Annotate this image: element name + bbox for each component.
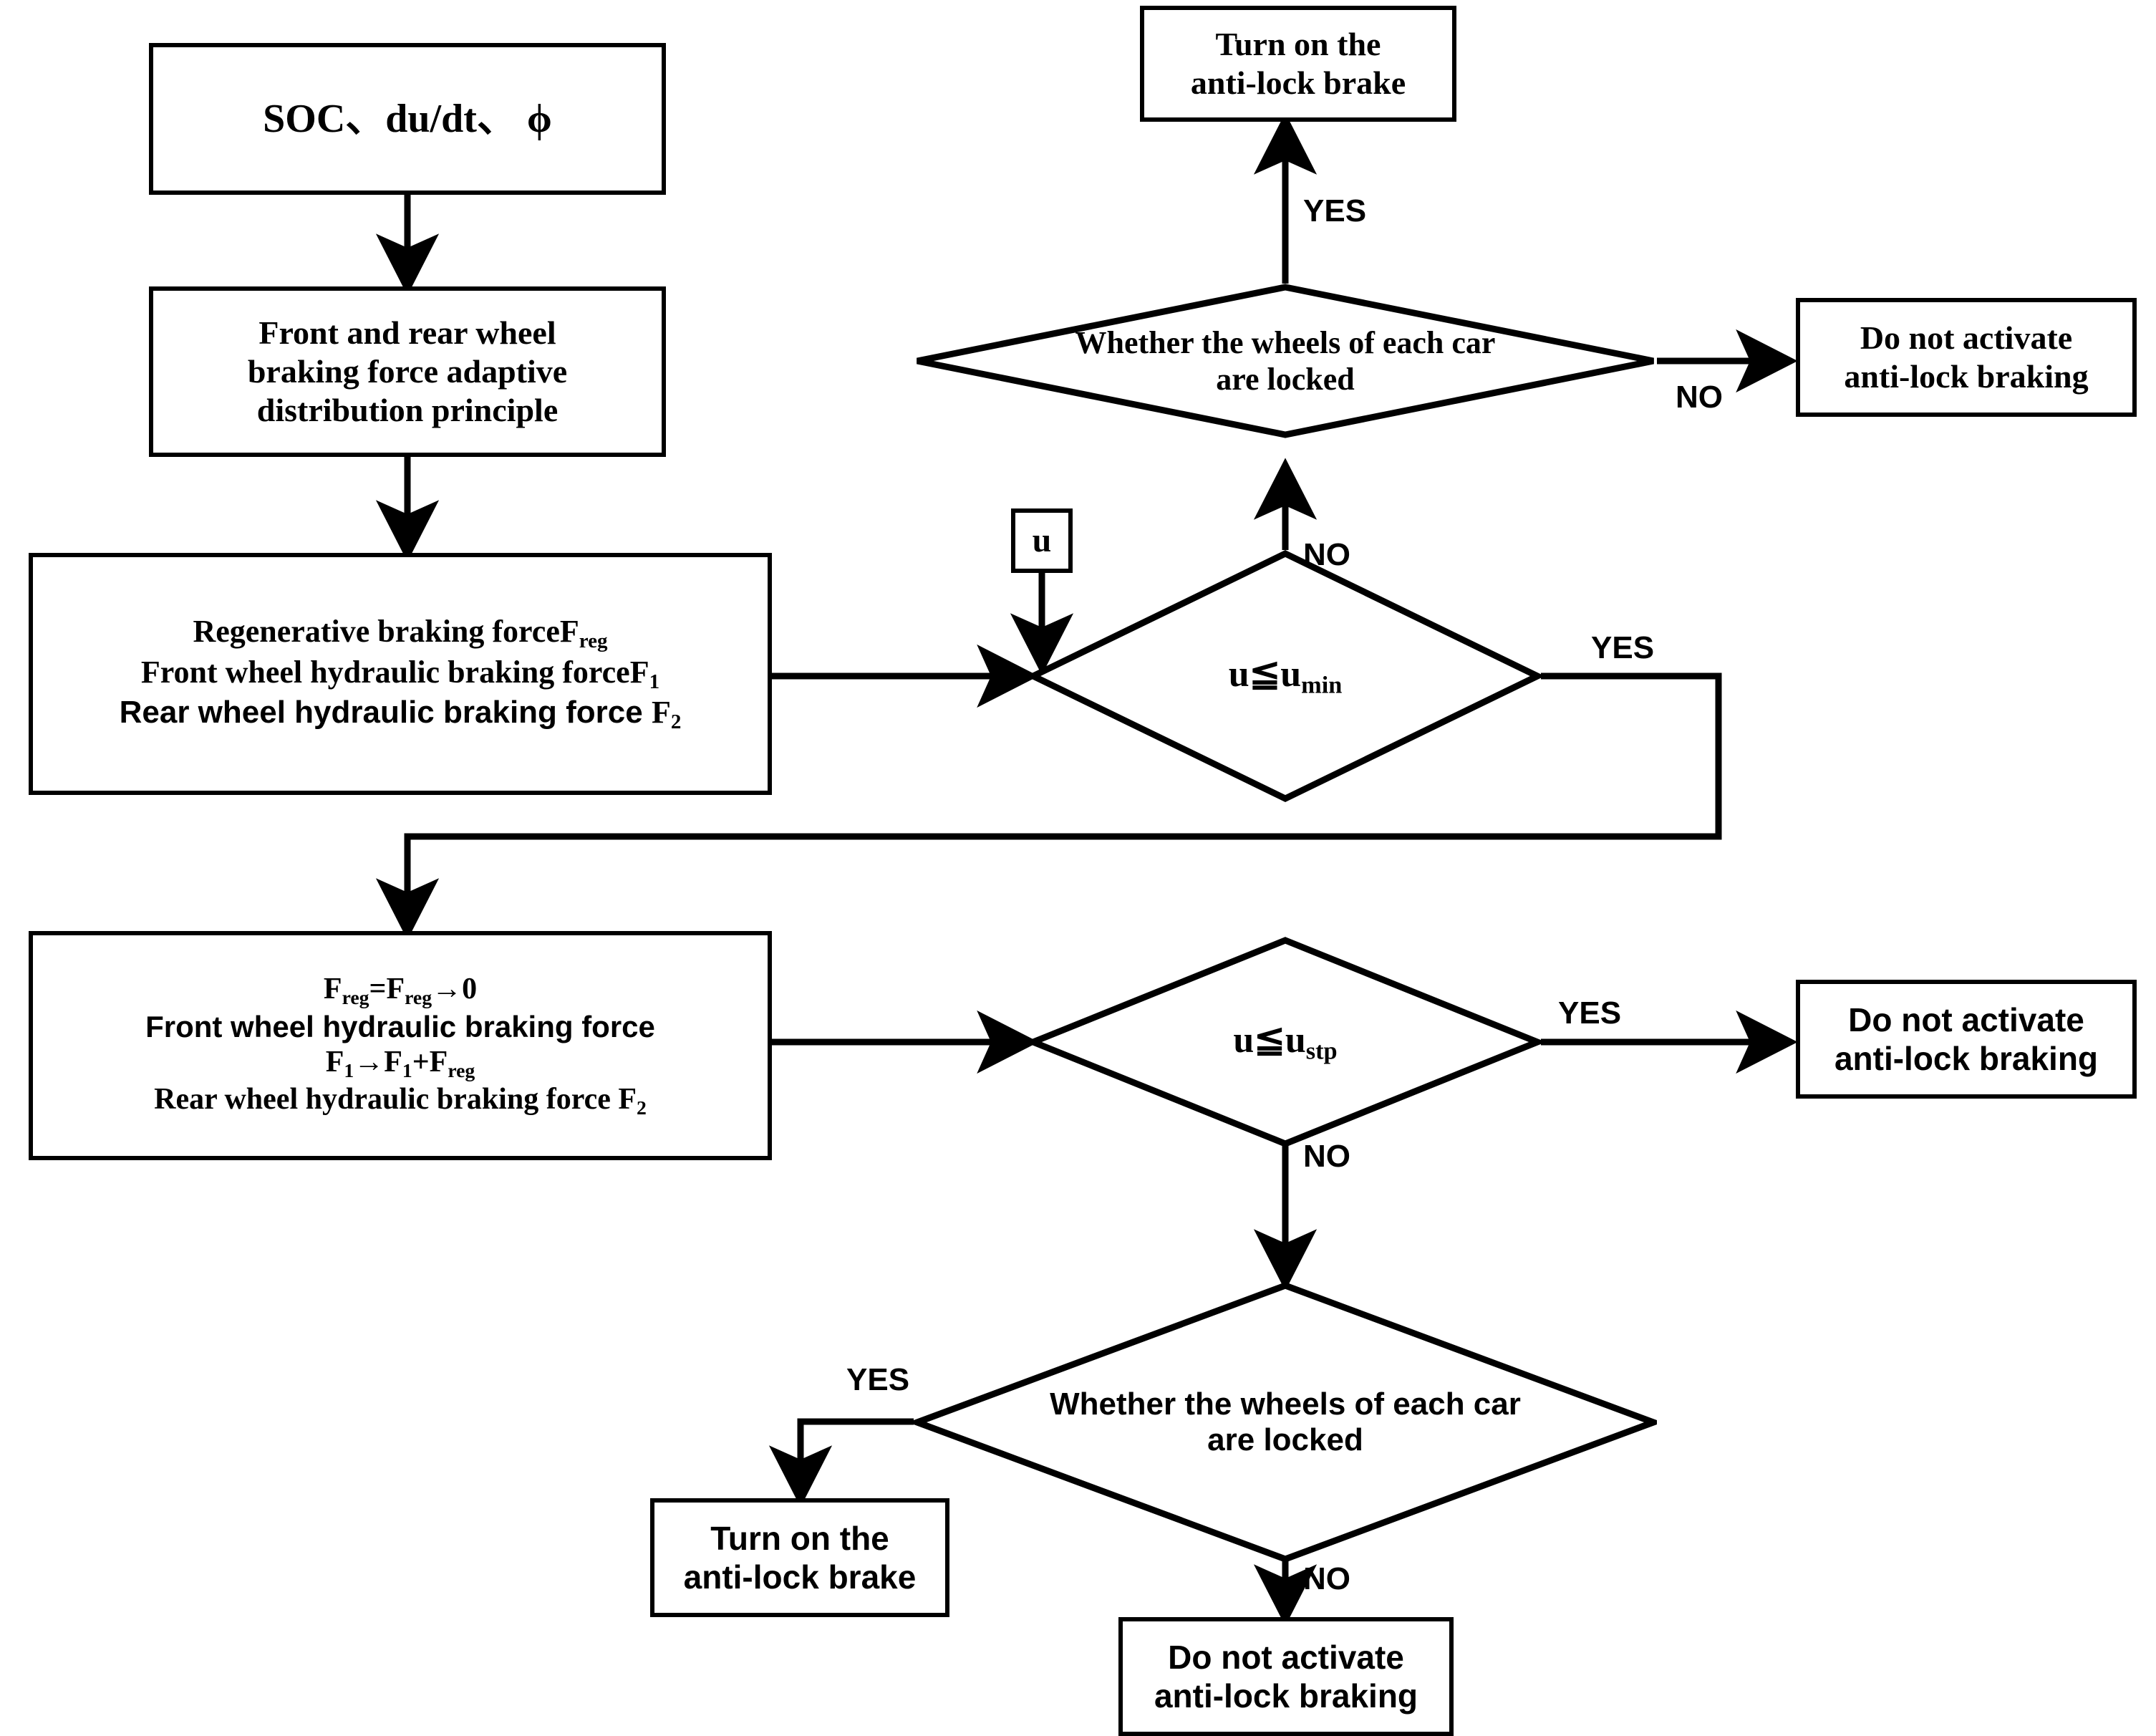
decision-u-le-ustp-shape	[1024, 937, 1547, 1147]
node-distribution-line1: Front and rear wheel	[258, 314, 556, 351]
edge-label-no-top: NO	[1676, 380, 1723, 415]
node-braking-forces-line1: Regenerative braking forceFreg	[193, 614, 608, 653]
node-do-not-activate-mid-line2: anti-lock braking	[1834, 1040, 2099, 1077]
edge-label-yes-ustp: YES	[1558, 995, 1622, 1031]
node-do-not-activate-bottom[interactable]: Do not activate anti-lock braking	[1118, 1617, 1454, 1736]
node-inputs-text: SOC、du/dt、 ϕ	[263, 96, 552, 141]
node-u-signal-text: u	[1032, 521, 1052, 559]
node-braking-forces-line3: Rear wheel hydraulic braking force F2	[119, 695, 682, 734]
edge-label-yes-top: YES	[1303, 193, 1367, 228]
edge-wheels-bottom-yes-to-turnon	[768, 1418, 914, 1508]
edge-umin-yes-to-forces2	[375, 672, 1722, 940]
node-do-not-activate-top-line2: anti-lock braking	[1844, 358, 2089, 395]
edge-label-no-bottom: NO	[1303, 1561, 1350, 1596]
node-do-not-activate-bottom-line2: anti-lock braking	[1154, 1677, 1418, 1715]
node-braking-forces-updated-line2: Front wheel hydraulic braking force	[145, 1010, 655, 1043]
node-do-not-activate-bottom-line1: Do not activate	[1168, 1638, 1404, 1676]
node-braking-forces-updated-line3: F1→F1+Freg	[325, 1045, 475, 1081]
edge-label-yes-bottom: YES	[846, 1362, 910, 1397]
node-turn-on-antilock-top-line1: Turn on the	[1215, 25, 1381, 62]
node-braking-forces[interactable]: Regenerative braking forceFreg Front whe…	[29, 553, 772, 795]
node-turn-on-antilock-bottom-line1: Turn on the	[710, 1519, 889, 1557]
edge-label-yes-umin: YES	[1591, 630, 1655, 665]
node-distribution-principle[interactable]: Front and rear wheel braking force adapt…	[149, 286, 666, 457]
edge-label-no-umin: NO	[1303, 537, 1350, 572]
node-braking-forces-updated-line1: Freg=Freg→0	[323, 972, 478, 1008]
node-turn-on-antilock-bottom[interactable]: Turn on the anti-lock brake	[650, 1498, 949, 1617]
node-do-not-activate-top[interactable]: Do not activate anti-lock braking	[1796, 298, 2137, 417]
decision-wheels-locked-bottom[interactable]: Whether the wheels of each car are locke…	[908, 1282, 1663, 1563]
node-distribution-line3: distribution principle	[256, 392, 559, 429]
node-inputs[interactable]: SOC、du/dt、 ϕ	[149, 43, 666, 195]
node-do-not-activate-mid-line1: Do not activate	[1848, 1000, 2084, 1038]
node-turn-on-antilock-bottom-line2: anti-lock brake	[683, 1558, 917, 1596]
node-braking-forces-updated[interactable]: Freg=Freg→0 Front wheel hydraulic brakin…	[29, 931, 772, 1160]
node-turn-on-antilock-top-line2: anti-lock brake	[1190, 64, 1406, 101]
decision-wheels-locked-top-shape	[917, 284, 1654, 438]
decision-u-le-umin[interactable]: u≦umin	[1025, 549, 1545, 803]
node-braking-forces-updated-line4: Rear wheel hydraulic braking force F2	[154, 1083, 647, 1119]
decision-wheels-locked-top[interactable]: Whether the wheels of each car are locke…	[914, 284, 1657, 438]
decision-wheels-locked-bottom-shape	[908, 1282, 1663, 1563]
node-do-not-activate-mid[interactable]: Do not activate anti-lock braking	[1796, 980, 2137, 1099]
node-braking-forces-line2: Front wheel hydraulic braking forceF1	[140, 654, 660, 693]
decision-u-le-umin-shape	[1025, 549, 1545, 803]
node-do-not-activate-top-line1: Do not activate	[1860, 319, 2073, 356]
node-turn-on-antilock-top[interactable]: Turn on the anti-lock brake	[1140, 6, 1456, 122]
edge-label-no-ustp: NO	[1303, 1139, 1350, 1174]
node-distribution-line2: braking force adaptive	[247, 352, 568, 390]
node-u-signal[interactable]: u	[1011, 508, 1073, 573]
decision-u-le-ustp[interactable]: u≦ustp	[1024, 937, 1547, 1147]
